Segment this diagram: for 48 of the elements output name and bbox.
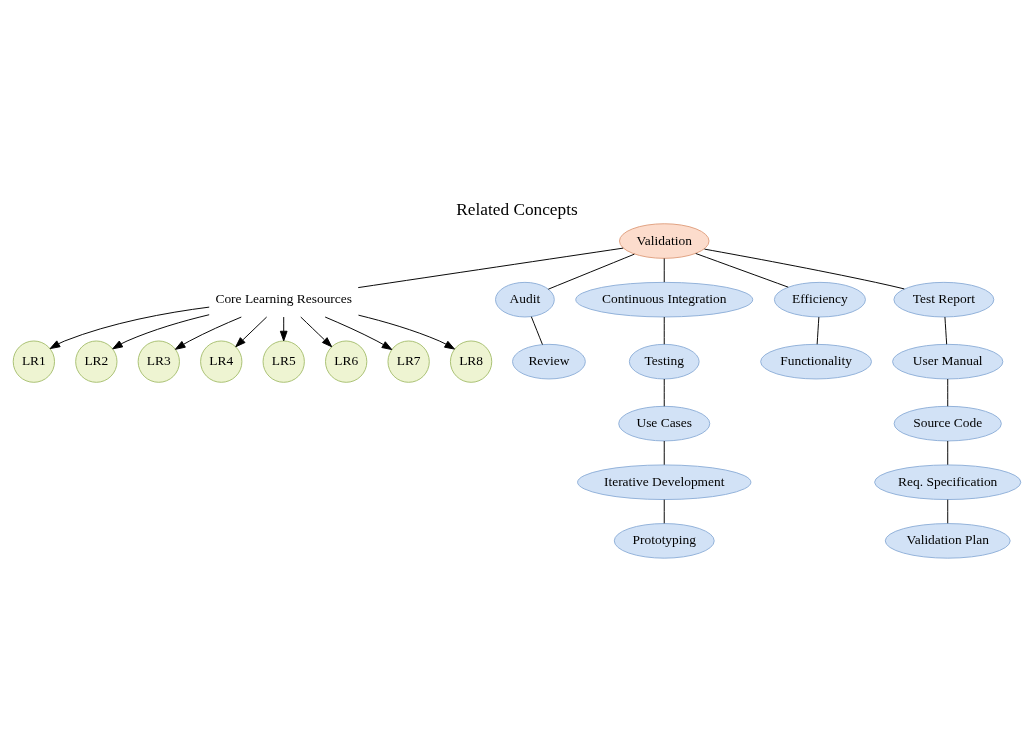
arrow: [324, 316, 393, 350]
arrow: [49, 306, 210, 349]
arrow: [112, 313, 210, 349]
arrow: [358, 314, 455, 350]
connector: [704, 248, 905, 289]
arrow: [174, 316, 242, 350]
node-circle: LR7: [387, 340, 430, 383]
connector: [663, 498, 665, 524]
node-ellipse: Source Code: [893, 405, 1002, 441]
connector: [663, 316, 665, 345]
node-circle: LR3: [137, 340, 180, 383]
node-ellipse: Validation Plan: [884, 522, 1011, 559]
node-circle: LR6: [325, 340, 368, 383]
node-ellipse: Testing: [628, 343, 700, 379]
node-ellipse: Req. Specification: [874, 463, 1022, 500]
connector: [530, 315, 543, 345]
node-ellipse: User Manual: [892, 343, 1004, 379]
node-ellipse: Use Cases: [618, 405, 711, 441]
connector: [947, 498, 949, 524]
node-ellipse: Functionality: [760, 343, 872, 379]
node-ellipse: Test Report: [893, 281, 995, 317]
node-ellipse: Audit: [495, 281, 555, 317]
node-circle: LR1: [12, 340, 55, 383]
arrow: [300, 316, 333, 347]
node-circle: LR4: [200, 340, 243, 383]
arrow: [279, 316, 288, 341]
connector: [663, 378, 665, 407]
connector: [357, 247, 624, 288]
connector: [947, 378, 949, 407]
diagram-title: Related Concepts: [456, 199, 578, 219]
node-ellipse: Prototyping: [613, 522, 715, 559]
node-ellipse: Iterative Development: [577, 463, 752, 500]
node-circle: LR2: [75, 340, 118, 383]
node-circle: LR5: [262, 340, 305, 383]
connector: [663, 440, 665, 465]
node-text: Core Learning Resources: [215, 290, 352, 306]
node-ellipse: Review: [512, 343, 586, 379]
connector: [816, 316, 820, 345]
arrow: [235, 316, 268, 347]
node-ellipse: Validation: [619, 222, 710, 259]
connector: [663, 257, 665, 283]
connector: [947, 440, 949, 465]
connector: [944, 316, 948, 345]
connector: [695, 252, 789, 288]
node-ellipse: Continuous Integration: [575, 281, 754, 317]
node-circle: LR8: [449, 340, 493, 383]
node-ellipse: Efficiency: [773, 281, 866, 317]
connector: [547, 253, 635, 290]
